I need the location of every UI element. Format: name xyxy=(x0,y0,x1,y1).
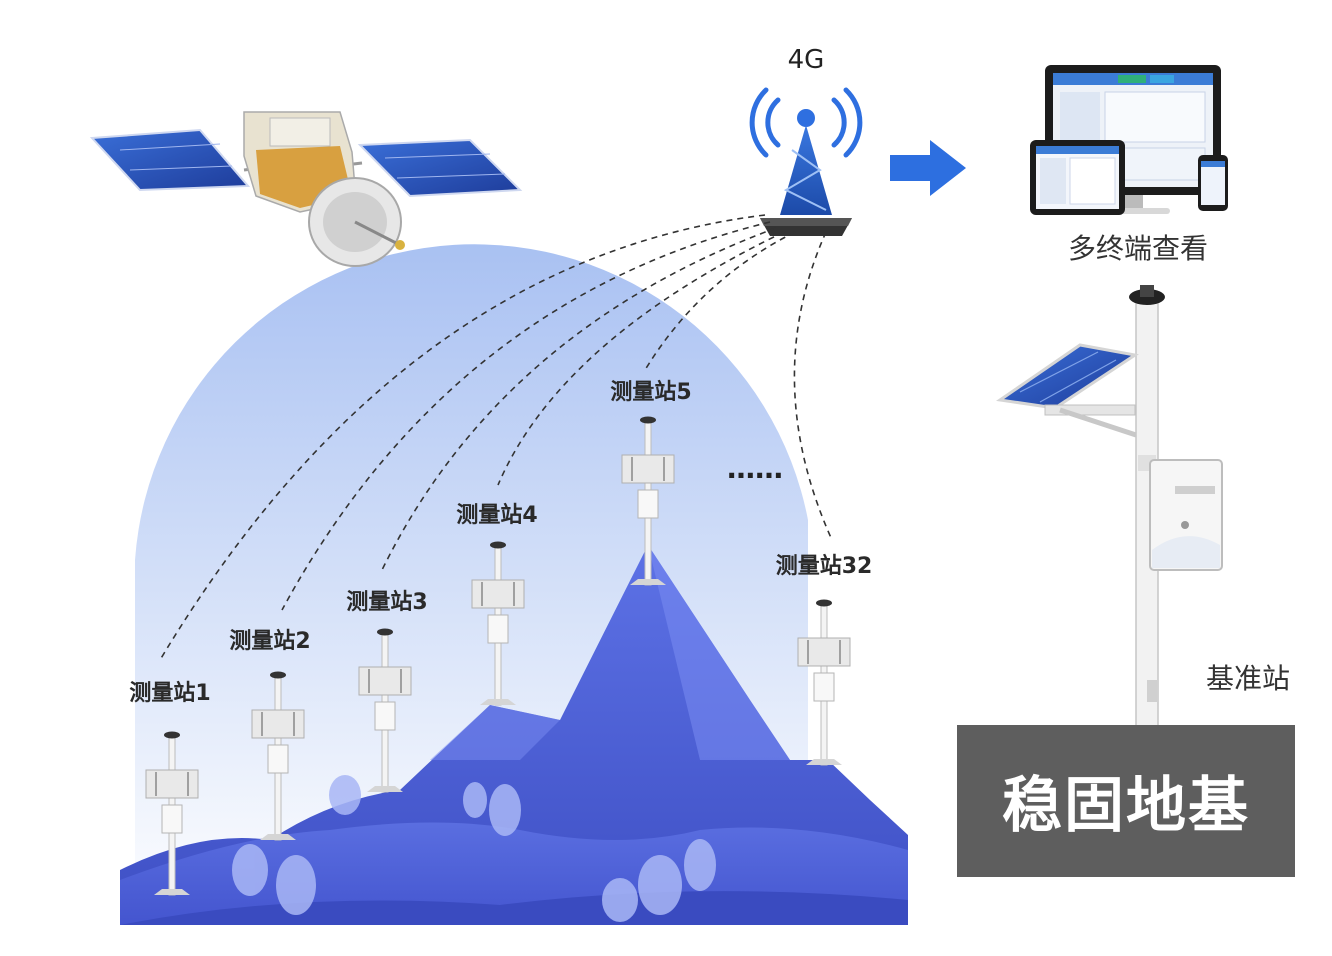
measurement-station-4: 测量站4 xyxy=(456,503,538,706)
network-label: 4G xyxy=(788,45,825,75)
foundation-block xyxy=(957,725,1295,877)
ellipsis-indicator: …… xyxy=(727,452,783,485)
station-label-4: 测量站4 xyxy=(456,503,537,528)
station-label-5: 测量站5 xyxy=(610,380,691,405)
foundation-label: 稳固地基 xyxy=(1002,771,1250,841)
trees xyxy=(232,775,716,922)
base-station-label: 基准站 xyxy=(1206,662,1290,695)
arrow-right-icon xyxy=(890,140,966,196)
communication-links xyxy=(159,214,833,661)
station-label-2: 测量站2 xyxy=(229,629,310,654)
measurement-station-6: 测量站32 xyxy=(776,554,873,766)
terminal-label: 多终端查看 xyxy=(1068,232,1208,265)
base-station-equipment xyxy=(995,285,1223,748)
stations-layer: 测量站1 测量站2 测量站3 测量站4 测量站5 测量站32 xyxy=(129,380,873,896)
cell-tower-icon xyxy=(749,87,863,236)
measurement-station-5: 测量站5 xyxy=(610,380,692,586)
measurement-station-1: 测量站1 xyxy=(129,681,211,896)
measurement-station-3: 测量站3 xyxy=(346,590,428,793)
station-label-3: 测量站3 xyxy=(346,590,427,615)
multi-terminal-devices-icon xyxy=(1030,65,1228,215)
measurement-station-2: 测量站2 xyxy=(229,629,311,841)
station-label-1: 测量站1 xyxy=(129,681,210,706)
station-label-6: 测量站32 xyxy=(776,554,873,579)
satellite-icon xyxy=(89,111,523,267)
